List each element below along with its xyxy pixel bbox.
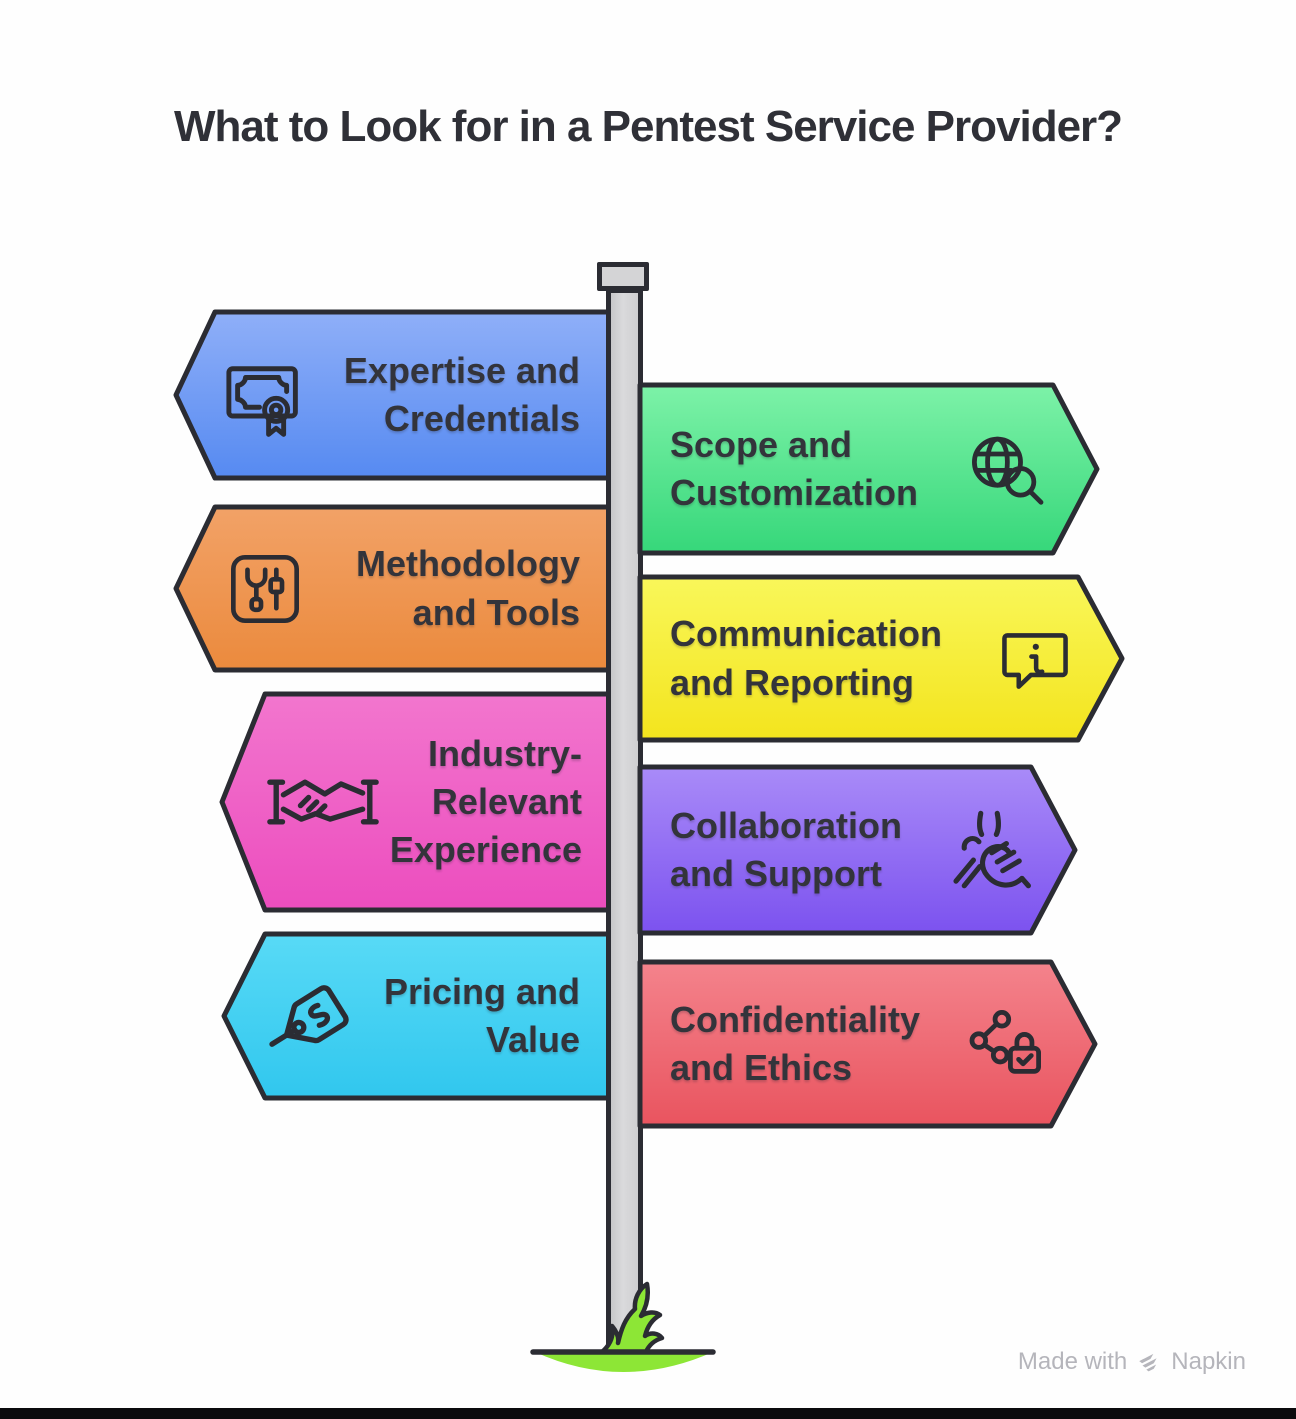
napkin-logo-icon [1139, 1353, 1157, 1372]
sign-scope-and-customization: Scope and Customization [637, 382, 1100, 556]
sign-pricing-and-value: Pricing and Value [221, 931, 612, 1101]
handshake-icon [265, 766, 381, 838]
wrench-tools-icon [225, 549, 305, 629]
sign-confidentiality-and-ethics: Confidentiality and Ethics [637, 959, 1098, 1129]
hands-together-icon [942, 806, 1036, 894]
sign-label: Industry- Relevant Experience [389, 732, 582, 871]
napkin-watermark: Made with Napkin [1018, 1348, 1246, 1376]
sign-label: Communication and Reporting [670, 613, 943, 703]
globe-search-icon [964, 428, 1048, 510]
grass-tuft [599, 1281, 665, 1355]
certificate-icon [221, 352, 305, 438]
sign-label: Expertise and Credentials [343, 349, 580, 439]
signpost-pole-cap [597, 262, 649, 291]
diagram-title: What to Look for in a Pentest Service Pr… [173, 102, 1123, 151]
grass-mound [530, 1281, 716, 1372]
sign-industry-relevant-experience: Industry- Relevant Experience [219, 691, 612, 913]
watermark-made-with: Made with [1017, 1348, 1128, 1375]
watermark-brand: Napkin [1171, 1348, 1246, 1375]
sign-methodology-and-tools: Methodology and Tools [173, 504, 612, 673]
sign-label: Pricing and Value [383, 970, 580, 1060]
sign-expertise-and-credentials: Expertise and Credentials [173, 309, 612, 481]
message-info-icon [993, 620, 1077, 698]
price-tag-icon [263, 970, 359, 1062]
sign-collaboration-and-support: Collaboration and Support [637, 764, 1078, 936]
sign-communication-and-reporting: Communication and Reporting [637, 574, 1125, 743]
sign-label: Methodology and Tools [356, 543, 580, 633]
sign-label: Scope and Customization [670, 423, 918, 513]
sign-label: Confidentiality and Ethics [670, 998, 920, 1088]
bottom-bar [0, 1408, 1296, 1419]
share-lock-icon [964, 1003, 1050, 1085]
sign-label: Collaboration and Support [670, 804, 902, 894]
